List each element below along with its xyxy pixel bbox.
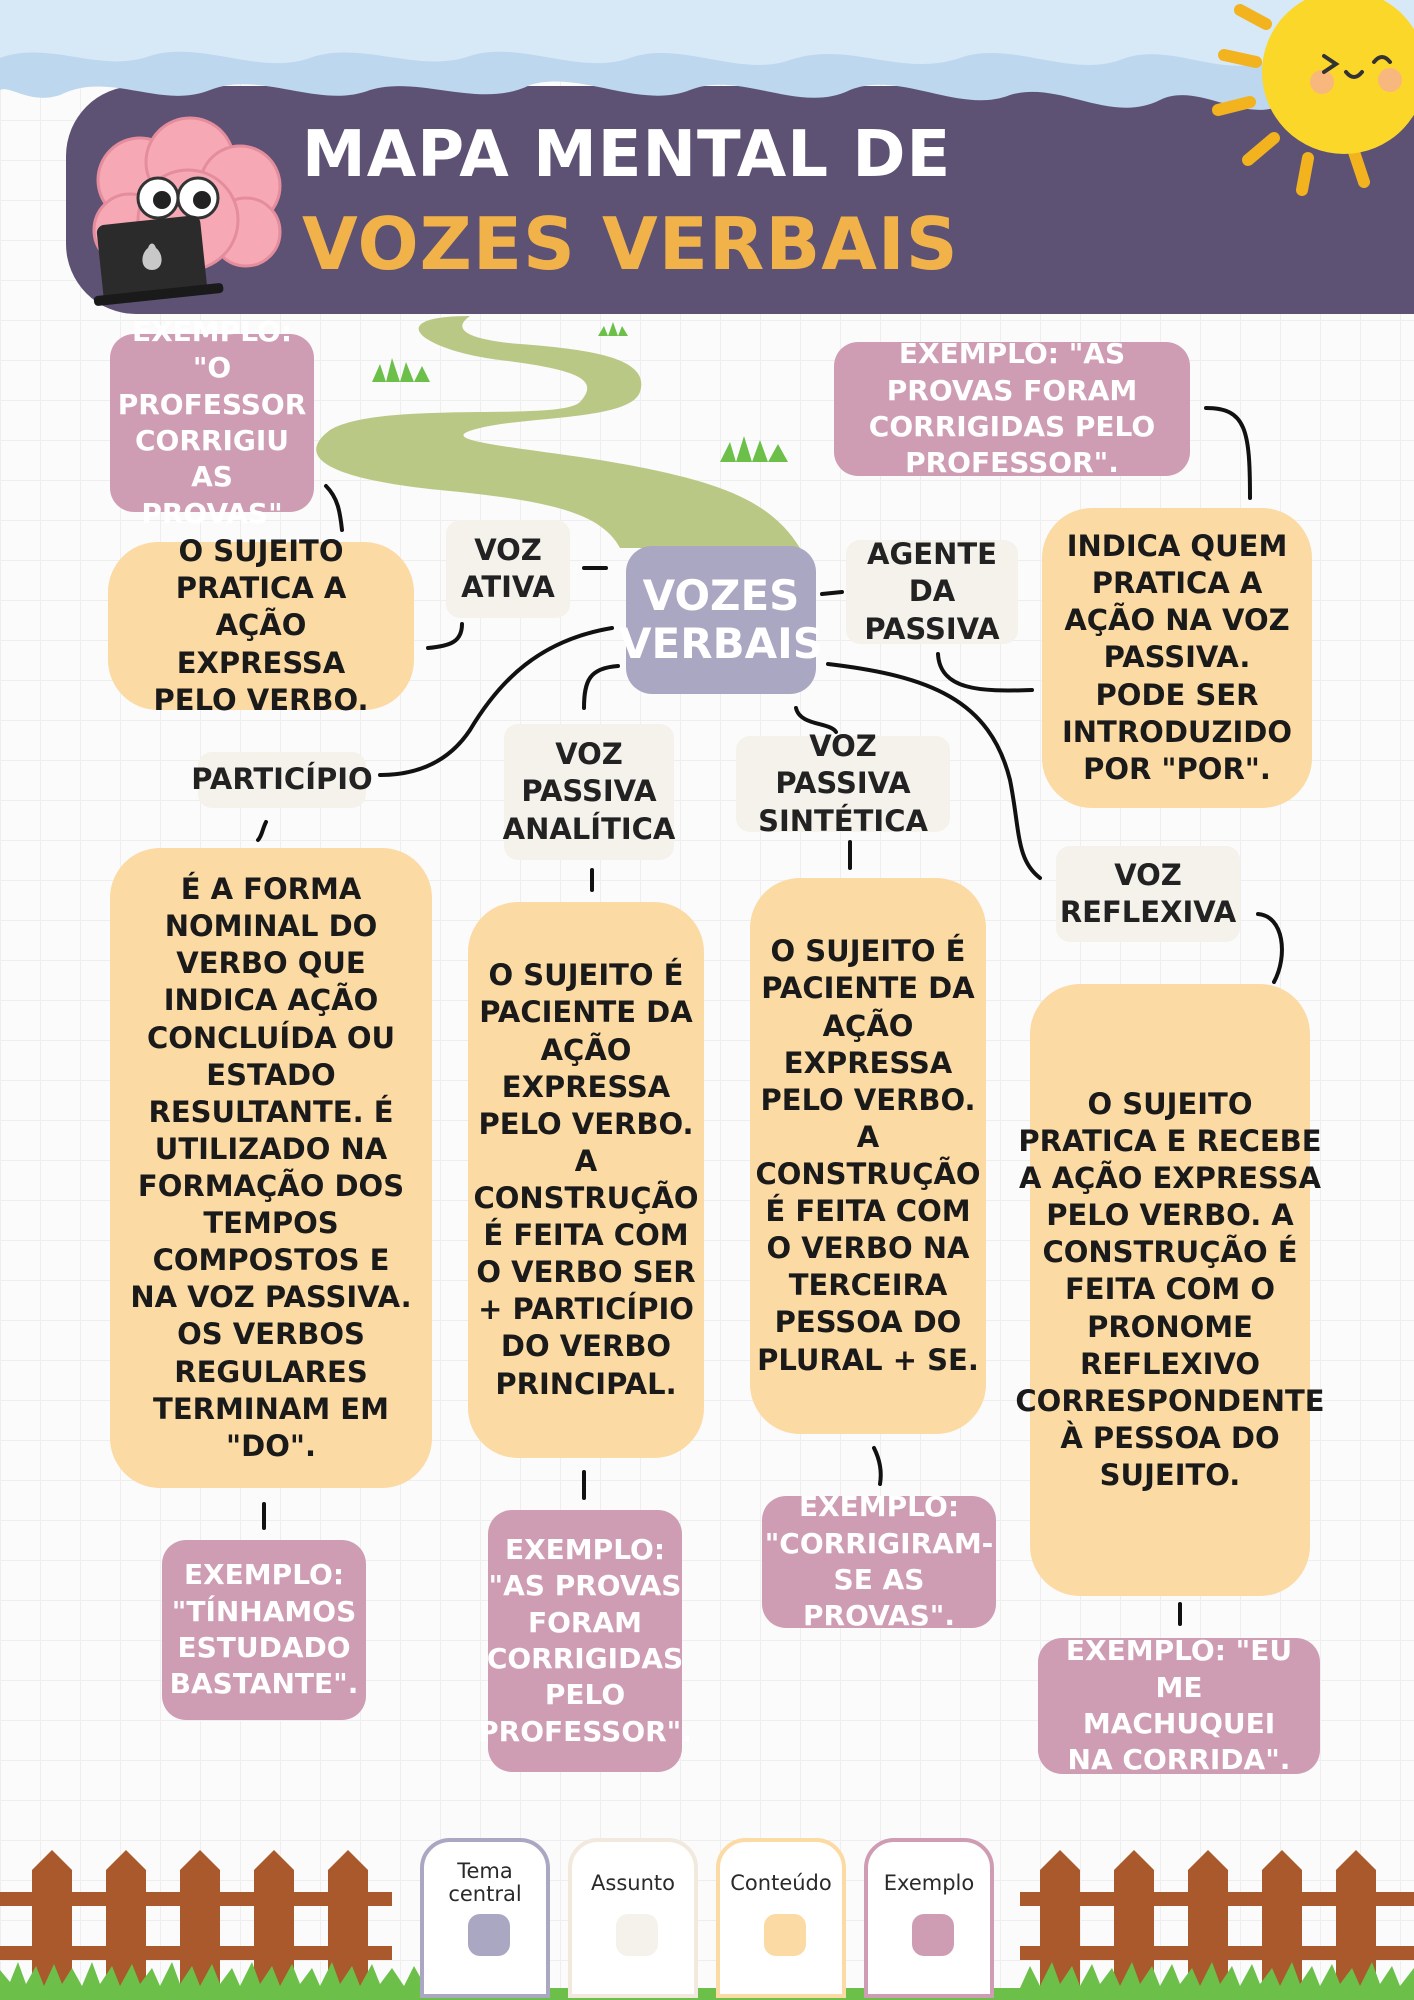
legend-label: Conteúdo: [730, 1871, 832, 1895]
connector-agente-example: [1204, 406, 1252, 500]
connector-reflexiva-content: [1256, 912, 1284, 984]
example-voz-ativa: EXEMPLO: "O PROFESSOR CORRIGIU AS PROVAS…: [110, 315, 314, 530]
content-voz-passiva-analitica: O SUJEITO É PACIENTE DA AÇÃO EXPRESSA PE…: [468, 902, 704, 1458]
winding-road-illustration: [316, 316, 800, 548]
legend-swatch: [912, 1914, 954, 1956]
grass-tuft-icon: [720, 436, 788, 462]
content-voz-passiva-sintetica: O SUJEITO É PACIENTE DA AÇÃO EXPRESSA PE…: [750, 878, 986, 1434]
connector-sintetica-example: [872, 1446, 883, 1486]
fence-illustration: [0, 1850, 1414, 2000]
brain-mascot-icon: [92, 116, 282, 306]
example-participio: EXEMPLO: "TÍNHAMOS ESTUDADO BASTANTE".: [162, 1540, 366, 1720]
page-title-line1: MAPA MENTAL DE: [302, 118, 952, 192]
connector-agente-content: [936, 652, 1034, 693]
content-participio: É A FORMA NOMINAL DO VERBO QUE INDICA AÇ…: [110, 848, 432, 1488]
subject-voz-reflexiva: VOZ REFLEXIVA: [1056, 846, 1240, 942]
example-agente-passiva: EXEMPLO: "AS PROVAS FORAM CORRIGIDAS PEL…: [834, 337, 1190, 479]
content-voz-reflexiva: O SUJEITO PRATICA E RECEBE A AÇÃO EXPRES…: [1015, 984, 1325, 1596]
content-agente-passiva: INDICA QUEM PRATICA A AÇÃO NA VOZ PASSIV…: [1042, 508, 1312, 808]
connector-participio-content: [256, 820, 268, 842]
sun-illustration: [1212, 0, 1414, 196]
subject-participio: PARTICÍPIO: [191, 752, 373, 808]
legend-conteudo: Conteúdo: [716, 1838, 846, 1998]
legend-swatch: [616, 1914, 658, 1956]
example-voz-passiva-analitica: EXEMPLO: "AS PROVAS FORAM CORRIGIDAS PEL…: [478, 1510, 692, 1772]
example-voz-passiva-sintetica: EXEMPLO: "CORRIGIRAM-SE AS PROVAS".: [762, 1490, 996, 1632]
subject-voz-ativa: VOZ ATIVA: [446, 520, 570, 618]
grass-tuft-icon: [372, 358, 430, 382]
legend-label: Assunto: [591, 1871, 675, 1895]
legend-assunto: Assunto: [568, 1838, 698, 1998]
connector-central-agente: [820, 590, 844, 596]
grass-tuft-icon: [598, 322, 628, 336]
legend-label: Exemplo: [883, 1871, 975, 1895]
connector-central-analitica: [582, 664, 620, 710]
legend-swatch: [764, 1914, 806, 1956]
header-band: [66, 86, 1414, 314]
example-voz-reflexiva: EXEMPLO: "EU ME MACHUQUEI NA CORRIDA".: [1038, 1634, 1320, 1776]
subject-voz-passiva-sintetica: VOZ PASSIVA SINTÉTICA: [736, 729, 950, 838]
central-topic: VOZES VERBAIS: [619, 546, 823, 694]
content-voz-ativa: O SUJEITO PRATICA A AÇÃO EXPRESSA PELO V…: [108, 534, 414, 717]
legend-exemplo: Exemplo: [864, 1838, 994, 1998]
connector-voz-ativa-content: [426, 622, 464, 650]
legend-swatch: [468, 1914, 510, 1956]
page-title-line2: VOZES VERBAIS: [302, 202, 959, 286]
legend-label: Tema central: [448, 1859, 522, 1907]
subject-agente-passiva: AGENTE DA PASSIVA: [846, 537, 1018, 646]
clouds-illustration: [0, 0, 1414, 110]
subject-voz-passiva-analitica: VOZ PASSIVA ANALÍTICA: [503, 724, 675, 860]
legend-tema-central: Tema central: [420, 1838, 550, 1998]
